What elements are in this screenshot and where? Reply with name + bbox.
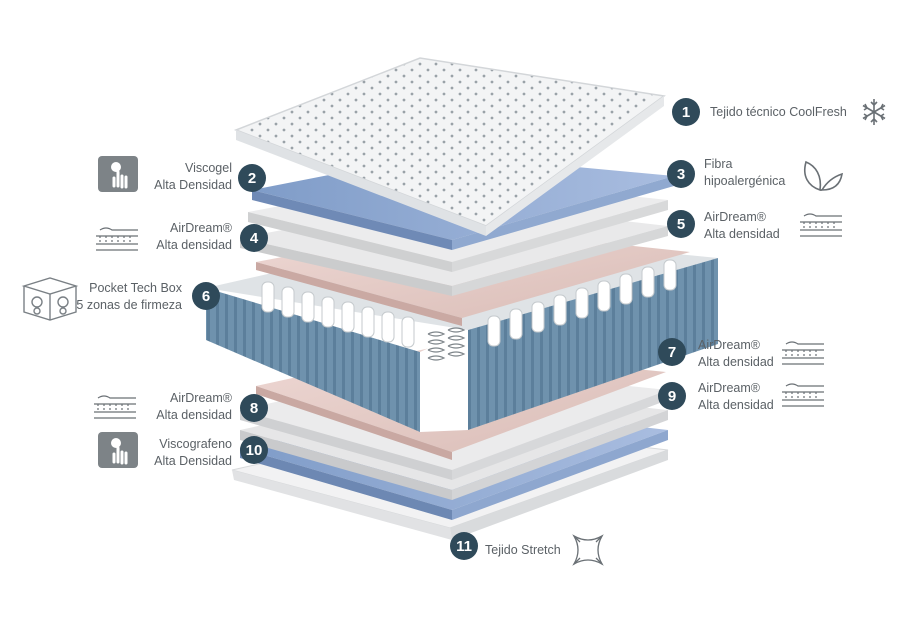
foam-layer-icon xyxy=(782,341,824,365)
foam-layer-icon xyxy=(800,213,842,237)
foam-layer-icon xyxy=(94,395,136,419)
leaf-icon xyxy=(804,160,844,192)
layer-badge-7: 7 xyxy=(658,338,686,366)
spring-coils-icon xyxy=(21,277,79,321)
layer-badge-9: 9 xyxy=(658,382,686,410)
layer-badge-10: 10 xyxy=(240,436,268,464)
layer-badge-11: 11 xyxy=(450,532,478,560)
foam-layer-icon xyxy=(782,383,824,407)
layer-label-4: AirDream®Alta densidad xyxy=(156,221,232,252)
layer-badge-2: 2 xyxy=(238,164,266,192)
layer-label-7: AirDream®Alta densidad xyxy=(698,338,774,369)
layer-badge-5: 5 xyxy=(667,210,695,238)
hand-touch-icon xyxy=(98,432,138,468)
layer-label-8: AirDream®Alta densidad xyxy=(156,391,232,422)
snowflake-icon xyxy=(862,99,886,125)
layer-label-1: Tejido técnico CoolFresh xyxy=(710,105,847,119)
layer-1-coolfresh-fabric xyxy=(233,57,666,236)
hand-touch-icon xyxy=(98,156,138,192)
layer-badge-8: 8 xyxy=(240,394,268,422)
stretch-fabric-icon xyxy=(572,534,604,566)
layer-label-5: AirDream®Alta densidad xyxy=(704,210,780,241)
layer-badge-4: 4 xyxy=(240,224,268,252)
foam-layer-icon xyxy=(96,227,138,251)
layer-badge-3: 3 xyxy=(667,160,695,188)
layer-label-9: AirDream®Alta densidad xyxy=(698,381,774,412)
layer-badge-1: 1 xyxy=(672,98,700,126)
layer-label-11: Tejido Stretch xyxy=(485,543,561,557)
layer-badge-6: 6 xyxy=(192,282,220,310)
